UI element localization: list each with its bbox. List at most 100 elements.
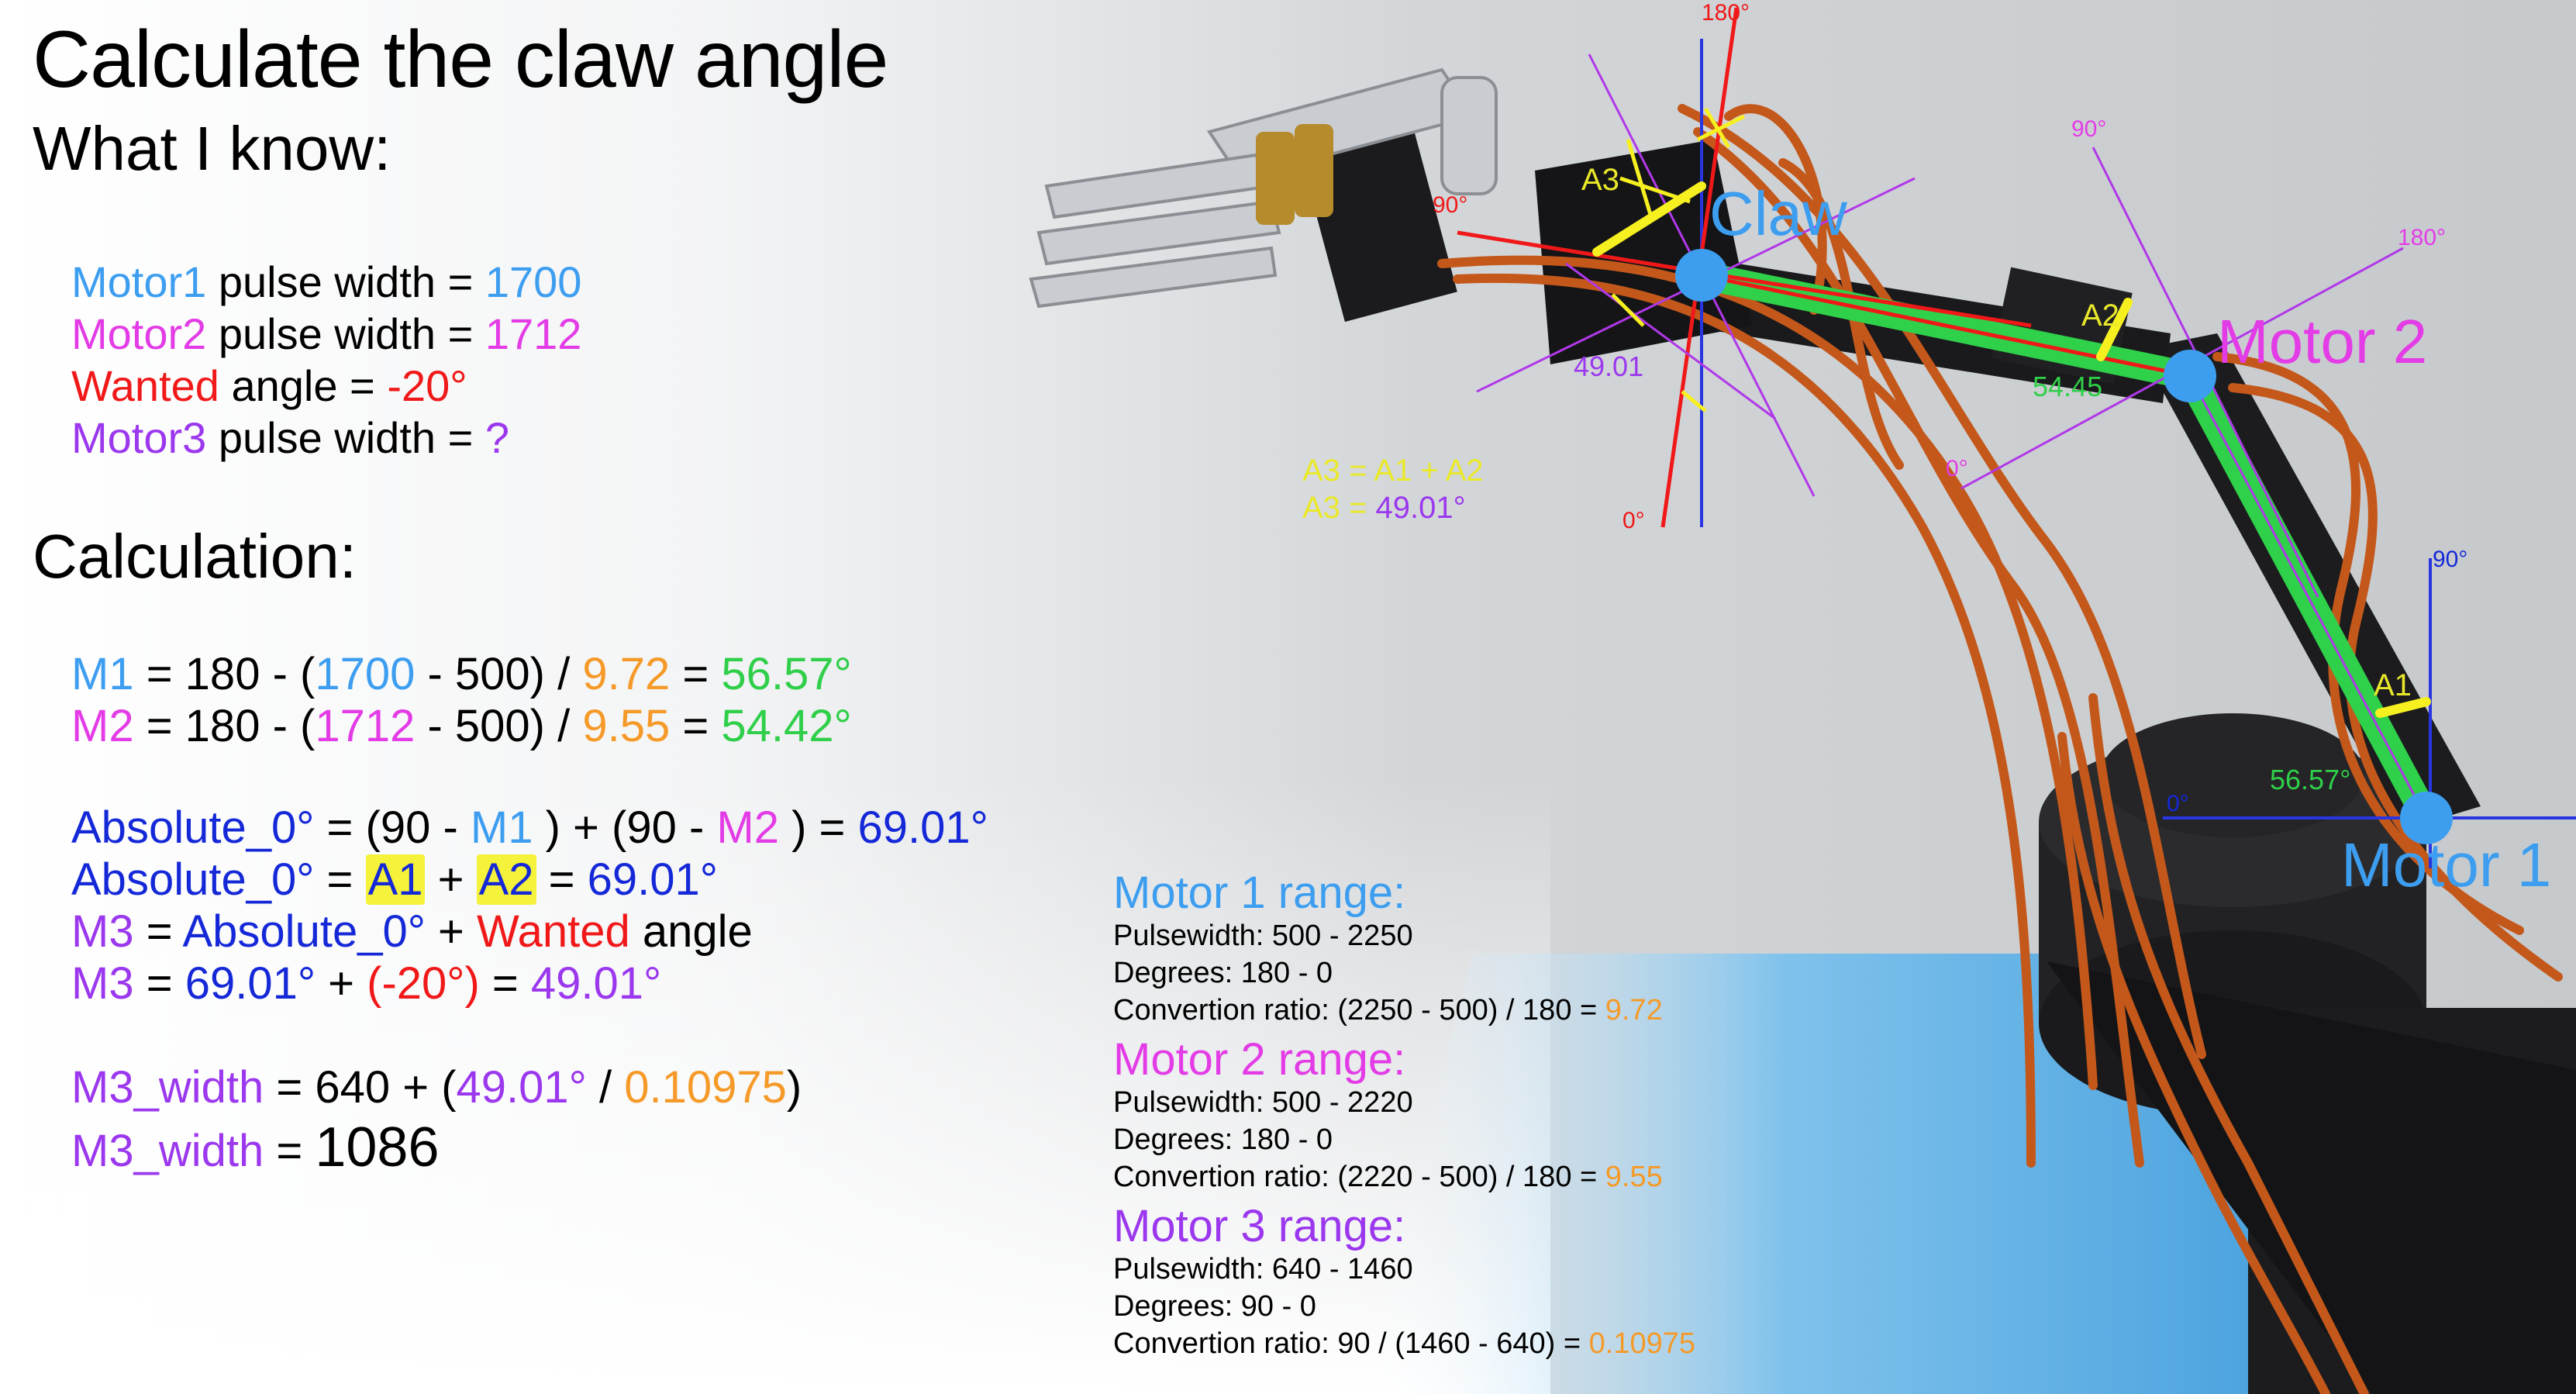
known-row-wanted: Wanted angle = -20° [71,360,467,412]
wanted-label: Wanted [71,361,219,410]
calc-text: = (90 - [314,802,471,853]
a3-value-line: A3 = 49.01° [1302,491,1466,526]
known-heading: What I know: [33,114,391,183]
calc-text: angle [629,906,753,957]
abs-name: Absolute_0° [71,854,315,905]
conv-text: Convertion ratio: 90 / (1460 - 640) = [1113,1327,1589,1360]
calc-text: - 500) / [415,649,583,699]
motor2-0-label: 0° [1946,456,1968,481]
a2-highlight: A2 [476,854,536,905]
claw-180-label: 180° [1702,0,1750,26]
page-title: Calculate the claw angle [33,15,888,105]
conv-text: Convertion ratio: (2220 - 500) / 180 = [1113,1161,1605,1193]
claw-angle-label: 49.01 [1574,350,1644,382]
m3-width-ratio: 0.10975 [624,1062,787,1113]
calc-text: = [133,958,185,1009]
motor1-range-conv: Convertion ratio: (2250 - 500) / 180 = 9… [1113,992,1663,1029]
motor2-angle-label: 54.45 [2033,371,2103,402]
motor2-90-label: 90° [2071,116,2107,142]
calc-width2-line: M3_width = 1086 [71,1120,440,1178]
calc-m3a-line: M3 = Absolute_0° + Wanted angle [71,905,753,959]
motor3-label: Motor3 [71,413,207,462]
abs-m2: M2 [716,802,779,853]
claw-90-label: 90° [1433,192,1468,218]
m3-width-result: 1086 [315,1116,440,1178]
m3-name: M3 [71,958,134,1009]
m3-abs-value: 69.01° [184,958,316,1009]
motor1-label: Motor1 [71,257,207,306]
m2-name: M2 [71,701,134,751]
known-text: angle = [219,361,388,410]
known-row-motor3: Motor3 pulse width = ? [71,412,509,464]
claw-0-label: 0° [1623,508,1645,533]
known-row-motor1: Motor1 pulse width = 1700 [71,256,581,309]
motor3-pulse-value: ? [485,413,509,462]
motor2-label-diagram: Motor 2 [2217,307,2428,376]
motor1-label-diagram: Motor 1 [2341,830,2552,899]
motor1-angle-label: 56.57° [2270,764,2351,795]
calc-text: = [670,701,722,751]
m3-wanted-value: (-20°) [367,958,480,1009]
calc-text: ) [786,1062,802,1113]
motor2-range-conv: Convertion ratio: (2220 - 500) / 180 = 9… [1113,1158,1663,1196]
calc-text: - 500) / [415,701,583,751]
m3-width-deg: 49.01° [456,1062,587,1113]
a1-label: A1 [2374,668,2412,702]
calc-text: = [670,649,722,699]
motor3-range-heading: Motor 3 range: [1113,1201,1406,1251]
known-row-motor2: Motor2 pulse width = 1712 [71,308,581,361]
motor3-range-conv: Convertion ratio: 90 / (1460 - 640) = 0.… [1113,1325,1695,1362]
motor2-180-label: 180° [2398,225,2447,250]
calc-text: ) + (90 - [533,802,717,853]
calc-text: = 180 - ( [133,649,316,699]
motor2-label: Motor2 [71,309,207,358]
calc-abs2-line: Absolute_0° = A1 + A2 = 69.01° [71,853,718,907]
calc-text: / [586,1062,625,1113]
a3-label: A3 [1581,163,1619,197]
known-text: pulse width = [206,309,485,358]
motor2-range-degrees: Degrees: 180 - 0 [1113,1123,1333,1156]
claw-label: Claw [1709,179,1847,248]
calc-width1-line: M3_width = 640 + (49.01° / 0.10975) [71,1061,802,1115]
m2-pulse: 1712 [315,701,416,751]
calc-m3b-line: M3 = 69.01° + (-20°) = 49.01° [71,957,661,1011]
conv-text: Convertion ratio: (2250 - 500) / 180 = [1113,994,1605,1027]
abs-name: Absolute_0° [71,802,315,853]
motor2-pulse-value: 1712 [485,309,582,358]
m1-ratio: 9.72 [582,649,671,699]
calc-text: = [314,854,366,905]
calc-text: + [425,906,478,957]
calc-text: + [425,854,477,905]
abs1-result: 69.01° [857,802,988,853]
motor1-pulse-value: 1700 [485,257,582,306]
calc-text: = [479,958,531,1009]
a2-label: A2 [2081,298,2119,333]
calc-text: = [133,906,183,957]
calc-text: ) = [778,802,858,853]
m3-abs: Absolute_0° [182,906,426,957]
calc-m2-line: M2 = 180 - (1712 - 500) / 9.55 = 54.42° [71,699,852,754]
calc-text: + [316,958,367,1009]
calculation-heading: Calculation: [33,522,357,591]
a3-value: 49.01° [1375,491,1466,525]
abs2-result: 69.01° [587,854,718,905]
a3-value-prefix: A3 = [1302,491,1376,525]
m1-pulse: 1700 [315,649,416,699]
motor1-ratio: 9.72 [1605,994,1663,1027]
calc-abs1-line: Absolute_0° = (90 - M1 ) + (90 - M2 ) = … [71,801,988,855]
a3-equation: A3 = A1 + A2 [1302,454,1484,488]
calc-text: = [264,1126,316,1176]
m1-result: 56.57° [721,649,852,699]
m3-name: M3 [71,906,134,957]
m3-width-name: M3_width [71,1062,264,1113]
motor3-ratio: 0.10975 [1588,1327,1695,1360]
m2-result: 54.42° [721,701,852,751]
m1-name: M1 [71,649,134,699]
motor1-90-label: 90° [2433,547,2468,572]
motor3-range-degrees: Degrees: 90 - 0 [1113,1290,1316,1323]
motor2-range-heading: Motor 2 range: [1113,1034,1406,1085]
motor2-range-pulse: Pulsewidth: 500 - 2220 [1113,1086,1413,1119]
known-text: pulse width = [206,257,485,306]
calc-text: = [536,854,588,905]
